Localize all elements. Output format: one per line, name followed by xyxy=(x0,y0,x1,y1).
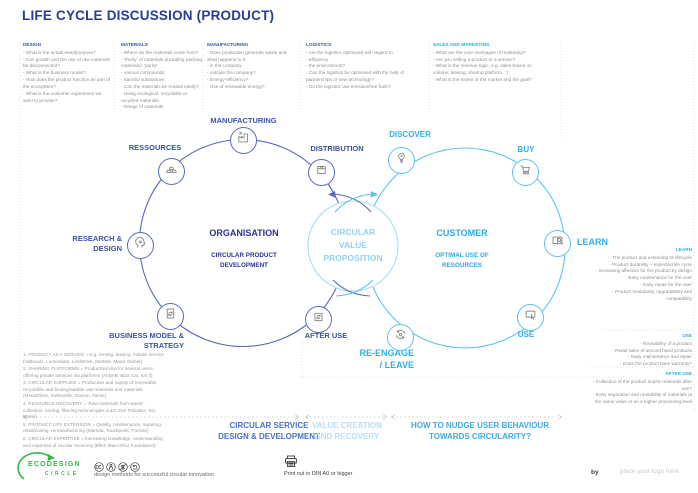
cc-sa-icon xyxy=(130,459,140,477)
note-learn: LEARN The product and extending its life… xyxy=(592,247,692,303)
node-label-business-model: BUSINESS MODEL & STRATEGY xyxy=(109,331,184,350)
flow-cross-arrows xyxy=(328,191,378,297)
note-design: DESIGN - What is the actual need/purpose… xyxy=(23,42,111,104)
printer-icon xyxy=(284,455,298,473)
list-item: 3. CIRCULAR SUPPLIES = Production and su… xyxy=(23,380,158,399)
node-learn xyxy=(543,229,571,257)
node-discover xyxy=(387,146,415,174)
list-item: 1. PRODUCT AS A SERVICE = e.g. renting, … xyxy=(23,352,164,364)
page-title: LIFE CYCLE DISCUSSION (PRODUCT) xyxy=(22,8,275,23)
note-logistics: LOGISTICS - Are the logistics optimised … xyxy=(306,42,418,91)
dotted-guides xyxy=(19,42,695,412)
note-sales-marketing: SALES AND MARKETING - What are the core … xyxy=(433,42,537,84)
note-after-use-body: - Collection of the product and/or mater… xyxy=(592,378,692,405)
note-materials-heading: MATERIALS xyxy=(121,42,148,47)
license-caption: design methods for successful circular i… xyxy=(94,472,214,478)
note-manufacturing-body: - Does production generate waste and wha… xyxy=(207,49,287,89)
node-label-discover: DISCOVER xyxy=(389,130,431,139)
note-use-heading: USE xyxy=(682,333,692,338)
node-label-distribution: DISTRIBUTION xyxy=(310,144,364,153)
list-item: 6. CIRCULAR EXPERTISE = Increasing knowl… xyxy=(23,435,163,448)
node-business-model xyxy=(156,302,184,330)
node-label-manufacturing: MANUFACTURING xyxy=(210,116,277,125)
note-learn-heading: LEARN xyxy=(675,247,692,252)
list-item: 4. RESOURCE RECOVERY = 'Raw materials fr… xyxy=(23,401,157,420)
node-label-after-use: AFTER USE xyxy=(304,331,348,340)
note-after-use-heading: AFTER USE xyxy=(665,371,692,376)
organisation-title: ORGANISATION xyxy=(209,228,279,238)
organisation-subtitle: CIRCULAR PRODUCT DEVELOPMENT xyxy=(211,252,277,269)
circle-logo-text: CIRCLE xyxy=(45,471,79,477)
node-buy xyxy=(511,158,539,186)
cart-icon xyxy=(518,162,533,182)
customer-title: CUSTOMER xyxy=(436,228,488,238)
cc-nc-icon xyxy=(118,459,128,477)
note-sales-marketing-heading: SALES AND MARKETING xyxy=(433,42,490,47)
license-icons xyxy=(94,459,140,477)
node-ressources xyxy=(157,157,185,185)
device-touch-icon xyxy=(523,307,538,327)
list-item: 5. PRODUCT LIFE EXTENSION = Quality, mai… xyxy=(23,421,163,434)
print-note: Print out in DIN A0 or bigger xyxy=(284,471,353,477)
node-manufacturing xyxy=(229,126,257,154)
node-label-learn: LEARN xyxy=(577,237,608,247)
book-search-icon xyxy=(550,233,565,253)
note-manufacturing: MANUFACTURING - Does production generate… xyxy=(207,42,297,91)
node-label-buy: BUY xyxy=(517,145,535,154)
node-label-ressources: RESSOURCES xyxy=(128,143,182,152)
node-distribution xyxy=(307,158,335,186)
note-sales-marketing-body: - What are the core messages of marketin… xyxy=(433,49,532,83)
package-icon xyxy=(314,162,329,182)
ecodesign-logo-text: ECODESIGN xyxy=(28,461,81,468)
business-models-list: 1. PRODUCT AS A SERVICE = e.g. renting, … xyxy=(23,352,165,450)
note-after-use: AFTER USE - Collection of the product an… xyxy=(587,371,692,406)
node-label-re-engage: RE-ENGAGE / LEAVE xyxy=(359,348,414,370)
person-loop-icon xyxy=(393,327,408,347)
cc-icon xyxy=(94,459,104,477)
cc-by-icon xyxy=(106,459,116,477)
head-idea-icon xyxy=(133,235,148,255)
list-item: 2. SHARING PLATFORMS = Product/service f… xyxy=(23,366,155,378)
note-logistics-body: - Are the logistics optimised with regar… xyxy=(306,49,404,89)
materials-icon xyxy=(164,161,179,181)
note-use-body: - Reusability of a product - Retail sale… xyxy=(612,340,692,367)
phase-value-creation-recovery: VALUE CREATION AND RECOVERY xyxy=(312,421,382,441)
note-use: USE - Reusability of a product - Retail … xyxy=(592,333,692,368)
node-use xyxy=(516,303,544,331)
note-materials: MATERIALS - Where do the materials come … xyxy=(121,42,205,111)
note-logistics-heading: LOGISTICS xyxy=(306,42,332,47)
note-materials-body: - Where do the materials come from? - 'P… xyxy=(121,49,202,110)
document-cycle-icon xyxy=(163,306,178,326)
customer-subtitle: OPTIMAL USE OF RESOURCES xyxy=(435,252,489,269)
note-design-heading: DESIGN xyxy=(23,42,41,47)
node-re-engage xyxy=(386,323,414,351)
phase-circular-service-design: CIRCULAR SERVICE DESIGN & DEVELOPMENT xyxy=(218,421,320,441)
circular-value-proposition-label: CIRCULAR VALUE PROPOSITION xyxy=(323,227,383,263)
lightbulb-icon xyxy=(394,150,409,170)
value-proposition-circle xyxy=(307,200,399,292)
phase-nudge-user-behaviour: HOW TO NUDGE USER BEHAVIOUR TOWARDS CIRC… xyxy=(411,421,549,441)
note-learn-body: The product and extending its lifecycle … xyxy=(595,254,692,301)
note-design-body: - What is the actual need/purpose? - Can… xyxy=(23,49,111,103)
ecodesign-circle-logo-arc xyxy=(17,452,55,480)
node-research-design xyxy=(126,231,154,259)
node-label-research-design: RESEARCH & DESIGN xyxy=(72,234,122,253)
node-after-use xyxy=(304,305,332,333)
factory-icon xyxy=(236,130,251,150)
phase-arrowheads xyxy=(22,414,563,420)
by-label: by xyxy=(591,469,599,476)
note-manufacturing-heading: MANUFACTURING xyxy=(207,42,249,47)
return-box-icon xyxy=(311,309,326,329)
node-label-use: USE xyxy=(517,330,535,339)
logo-placeholder: place your logo here xyxy=(620,468,679,475)
